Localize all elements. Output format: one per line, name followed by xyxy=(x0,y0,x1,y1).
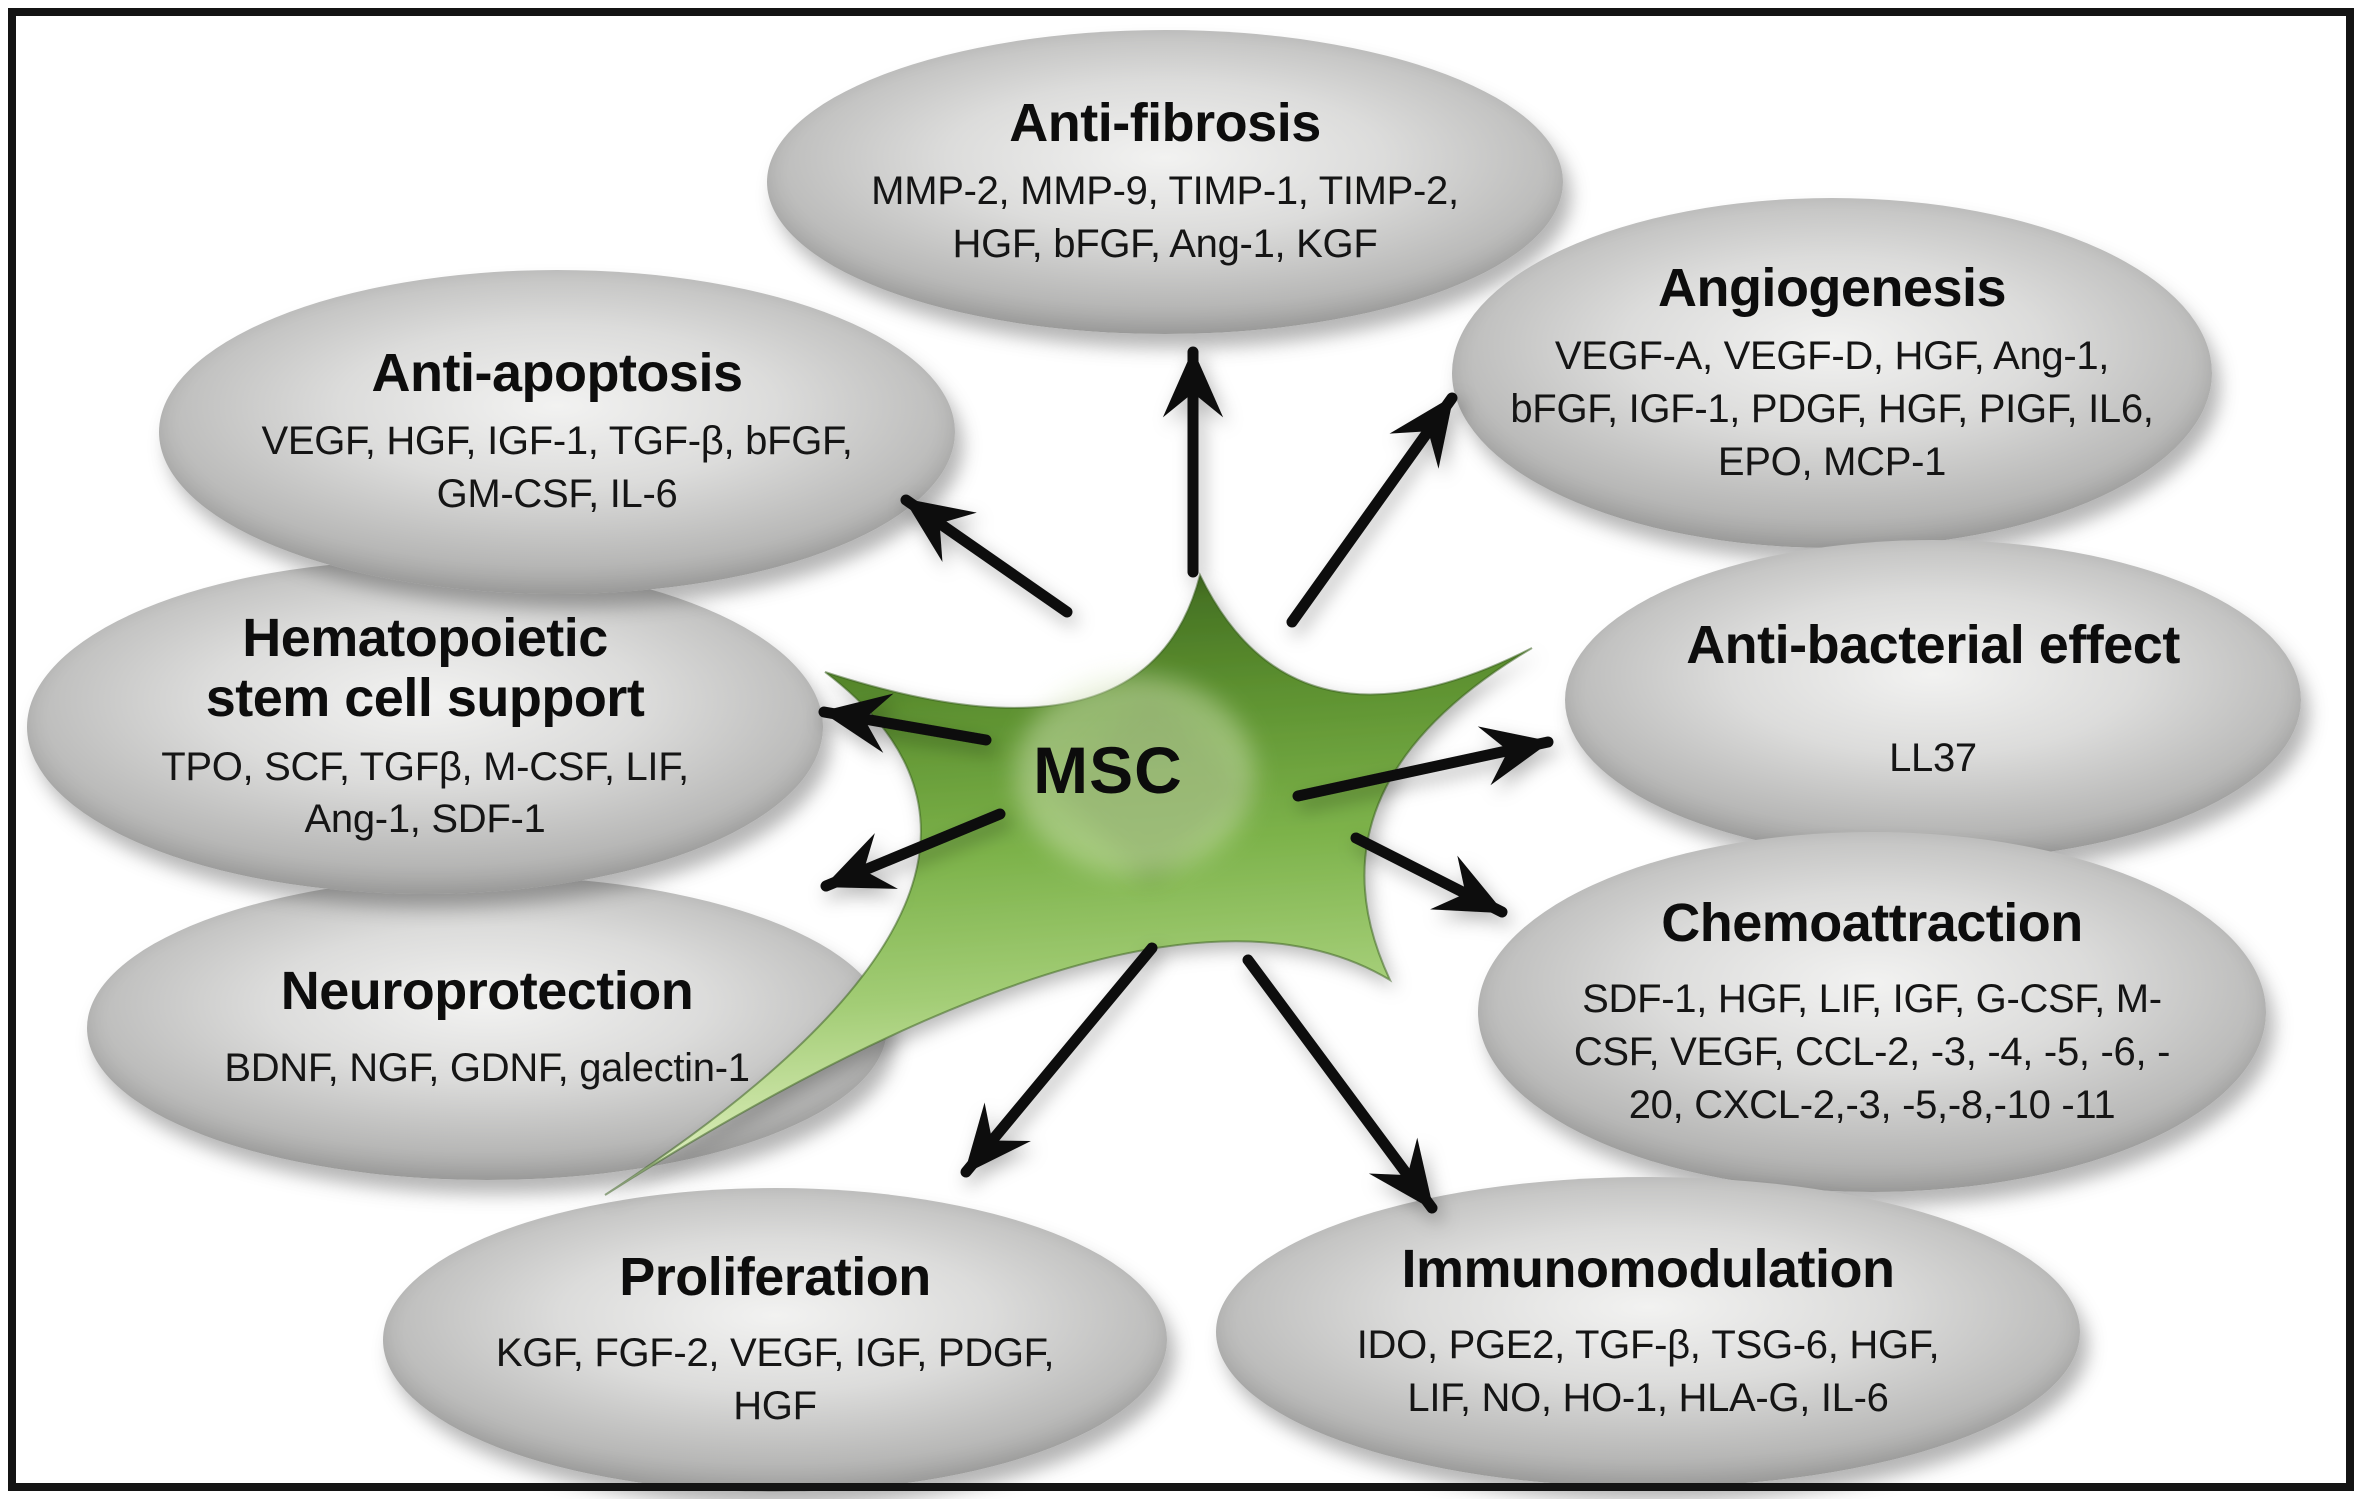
node-neuroprotection: Neuroprotection BDNF, NGF, GDNF, galecti… xyxy=(87,876,887,1180)
node-factors-line: bFGF, IGF-1, PDGF, HGF, PIGF, IL6, xyxy=(1510,386,2154,431)
node-factors-line: VEGF-A, VEGF-D, HGF, Ang-1, xyxy=(1554,334,2110,379)
node-title: Chemoattraction xyxy=(1661,892,2083,953)
node-factors-line: CSF, VEGF, CCL-2, -3, -4, -5, -6, - xyxy=(1573,1029,2171,1074)
node-factors-line: VEGF, HGF, IGF-1, TGF-β, bFGF, xyxy=(261,419,853,464)
arrow-to-angiogenesis xyxy=(1286,392,1458,628)
node-factors-line: LIF, NO, HO-1, HLA-G, IL-6 xyxy=(1407,1376,1889,1421)
node-factors-line: TPO, SCF, TGFβ, M-CSF, LIF, xyxy=(161,744,689,789)
node-factors-line: KGF, FGF-2, VEGF, IGF, PDGF, xyxy=(495,1331,1055,1376)
node-angiogenesis: Angiogenesis VEGF-A, VEGF-D, HGF, Ang-1,… xyxy=(1452,198,2212,548)
node-factors-line: BDNF, NGF, GDNF, galectin-1 xyxy=(224,1045,750,1090)
node-factors-line: EPO, MCP-1 xyxy=(1717,439,1947,484)
node-factors-line: HGF xyxy=(733,1384,817,1429)
node-title: Anti-bacterial effect xyxy=(1686,615,2180,676)
node-title: Immunomodulation xyxy=(1401,1238,1895,1299)
msc-cell-icon xyxy=(604,572,1533,1196)
node-immunomodulation: Immunomodulation IDO, PGE2, TGF-β, TSG-6… xyxy=(1216,1177,2080,1487)
node-factors-line: GM-CSF, IL-6 xyxy=(436,472,678,517)
node-anti-bacterial-effect: Anti-bacterial effect LL37 xyxy=(1565,540,2301,860)
node-factors-line: HGF, bFGF, Ang-1, KGF xyxy=(952,222,1378,267)
node-factors-line: 20, CXCL-2,-3, -5,-8,-10 -11 xyxy=(1628,1082,2116,1127)
node-factors-line: MMP-2, MMP-9, TIMP-1, TIMP-2, xyxy=(871,169,1459,214)
arrow-to-anti-bacterial-effect xyxy=(1292,726,1554,802)
node-factors-line: LL37 xyxy=(1889,735,1977,780)
node-factors-line: Ang-1, SDF-1 xyxy=(304,797,546,842)
arrow-to-immunomodulation xyxy=(1242,954,1438,1214)
arrow-to-anti-apoptosis xyxy=(900,494,1073,618)
radiating-arrows xyxy=(818,346,1554,1214)
node-anti-apoptosis: Anti-apoptosis VEGF, HGF, IGF-1, TGF-β, … xyxy=(159,270,955,594)
node-title: Anti-fibrosis xyxy=(1009,92,1321,153)
node-title: Anti-apoptosis xyxy=(371,342,743,403)
node-proliferation: Proliferation KGF, FGF-2, VEGF, IGF, PDG… xyxy=(383,1188,1167,1492)
node-anti-fibrosis: Anti-fibrosis MMP-2, MMP-9, TIMP-1, TIMP… xyxy=(767,30,1563,334)
node-title: Angiogenesis xyxy=(1657,257,2007,318)
node-title: Neuroprotection xyxy=(280,961,694,1022)
node-hematopoietic-stem-cell-support: Hematopoietic stem cell support TPO, SCF… xyxy=(27,560,823,894)
msc-center-label: MSC xyxy=(1033,733,1183,807)
arrow-to-chemoattraction xyxy=(1350,832,1508,918)
node-chemoattraction: Chemoattraction SDF-1, HGF, LIF, IGF, G-… xyxy=(1478,832,2266,1192)
node-factors-line: IDO, PGE2, TGF-β, TSG-6, HGF, xyxy=(1356,1323,1940,1368)
node-title: Proliferation xyxy=(619,1246,931,1307)
arrow-to-hematopoietic-support xyxy=(818,693,992,753)
node-factors-line: SDF-1, HGF, LIF, IGF, G-CSF, M- xyxy=(1582,977,2162,1022)
arrow-to-neuroprotection xyxy=(820,808,1006,892)
node-title: Hematopoietic stem cell support xyxy=(205,607,645,729)
arrow-to-proliferation xyxy=(960,942,1158,1178)
